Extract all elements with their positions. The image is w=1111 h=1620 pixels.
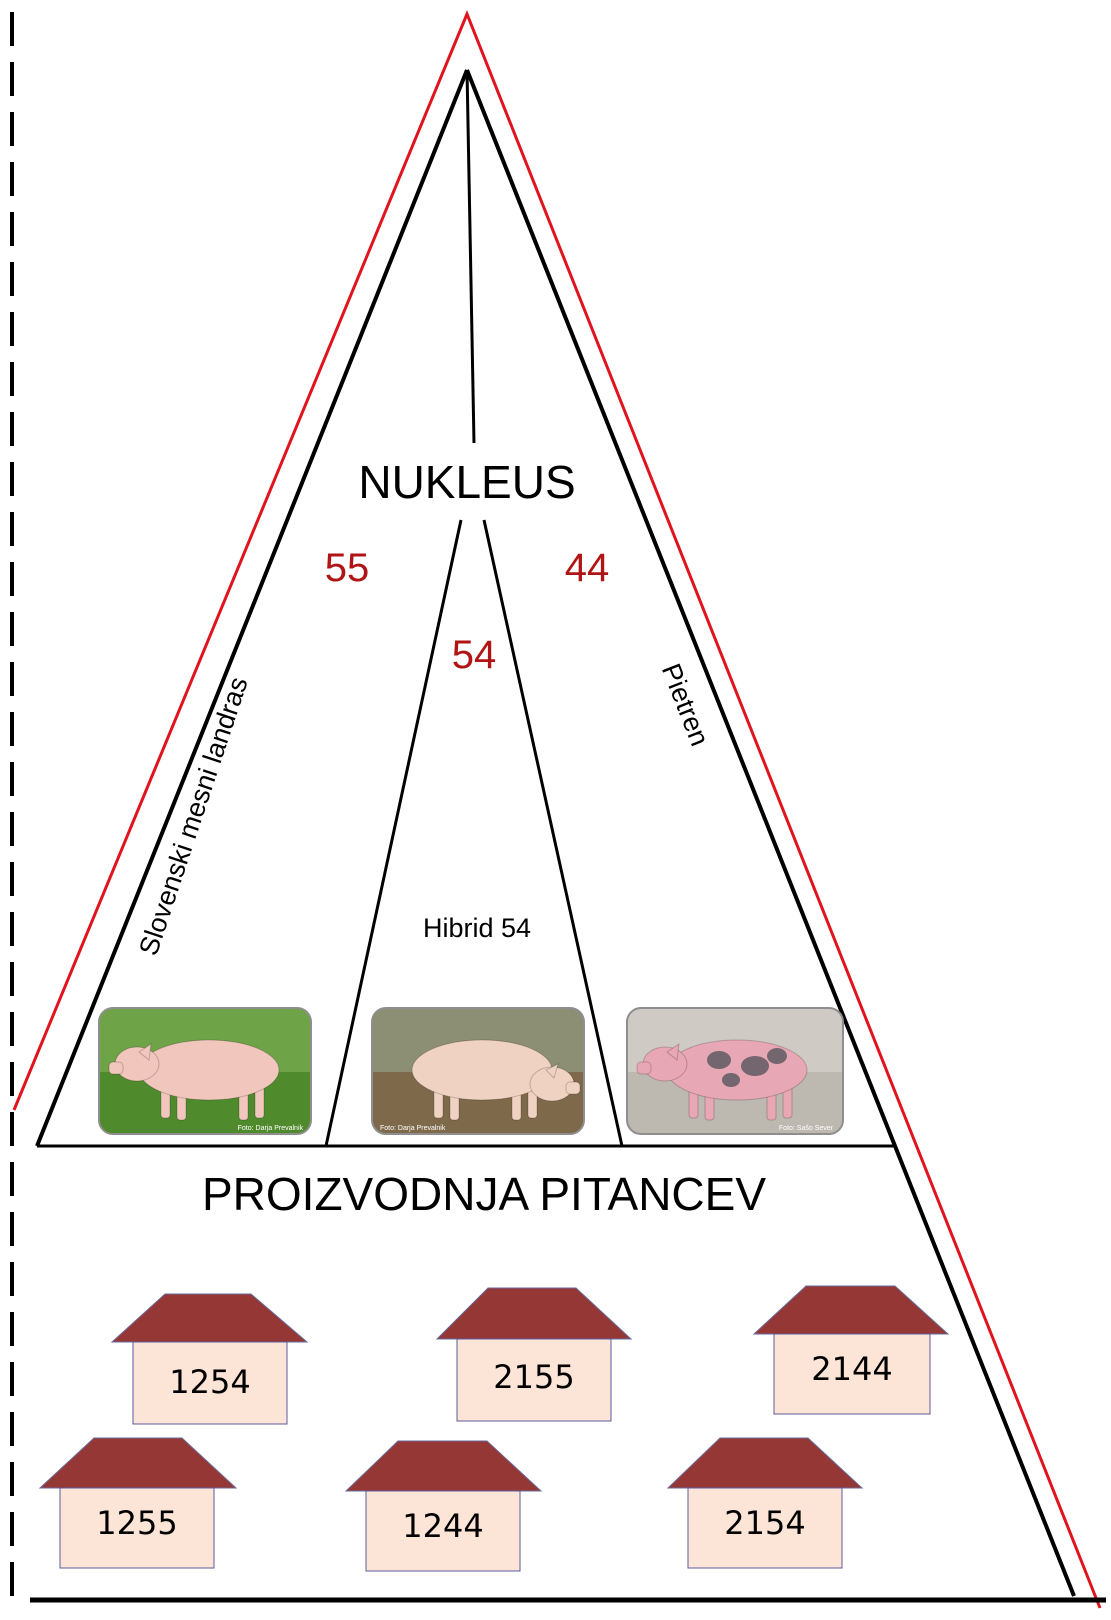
- house-roof: [344, 1440, 543, 1492]
- pyramid-left-edge: [35, 69, 469, 1147]
- breed-label-hybrid: Hibrid 54: [423, 913, 531, 943]
- farm-number: 1254: [169, 1363, 250, 1401]
- farm-number: 1255: [96, 1504, 177, 1542]
- house-wall: [365, 1490, 521, 1572]
- farm-number: 1244: [402, 1507, 483, 1545]
- line-number-right: 44: [565, 546, 610, 590]
- hybrid-right-line: [482, 519, 624, 1147]
- house-roof: [752, 1285, 950, 1335]
- svg-text:Foto: Sašo Sever: Foto: Sašo Sever: [779, 1125, 834, 1132]
- house-wall: [456, 1338, 612, 1422]
- nucleus-title: NUKLEUS: [358, 456, 575, 508]
- pyramid-apex-line: [465, 69, 476, 444]
- farm-number: 2154: [724, 1504, 805, 1542]
- farm-house-6: 2154: [666, 1437, 864, 1569]
- hybrid-left-line: [324, 519, 463, 1147]
- svg-text:Foto: Darja Prevalnik: Foto: Darja Prevalnik: [238, 1125, 304, 1132]
- house-roof: [38, 1437, 238, 1489]
- house-wall: [687, 1487, 843, 1569]
- farm-house-3: 2144: [752, 1285, 950, 1415]
- house-wall: [773, 1333, 931, 1415]
- line-number-middle: 54: [452, 633, 497, 677]
- pyramid-right-edge: [465, 69, 1076, 1597]
- svg-text:Foto: Darja Prevalnik: Foto: Darja Prevalnik: [380, 1125, 446, 1132]
- house-wall: [132, 1341, 288, 1425]
- farm-house-2: 2155: [435, 1287, 633, 1422]
- breed-label-landrace: Slovenski mesni landras: [133, 673, 253, 959]
- photo-pietrain-pig: Foto: Sašo Sever: [627, 1008, 843, 1134]
- outer-red-outline: [12, 10, 1102, 1609]
- farm-house-4: 1255: [38, 1437, 238, 1569]
- house-roof: [110, 1293, 309, 1343]
- farm-number: 2144: [811, 1350, 892, 1388]
- house-wall: [59, 1487, 215, 1569]
- farm-number: 2155: [493, 1358, 574, 1396]
- photo-hybrid-pig: Foto: Darja Prevalnik: [372, 1008, 584, 1134]
- farm-house-5: 1244: [344, 1440, 543, 1572]
- production-title: PROIZVODNJA PITANCEV: [202, 1168, 766, 1220]
- house-roof: [435, 1287, 633, 1340]
- photo-landrace-pig: Foto: Darja Prevalnik: [99, 1008, 311, 1134]
- farm-house-1: 1254: [110, 1293, 309, 1425]
- house-roof: [666, 1437, 864, 1489]
- line-number-left: 55: [325, 546, 370, 590]
